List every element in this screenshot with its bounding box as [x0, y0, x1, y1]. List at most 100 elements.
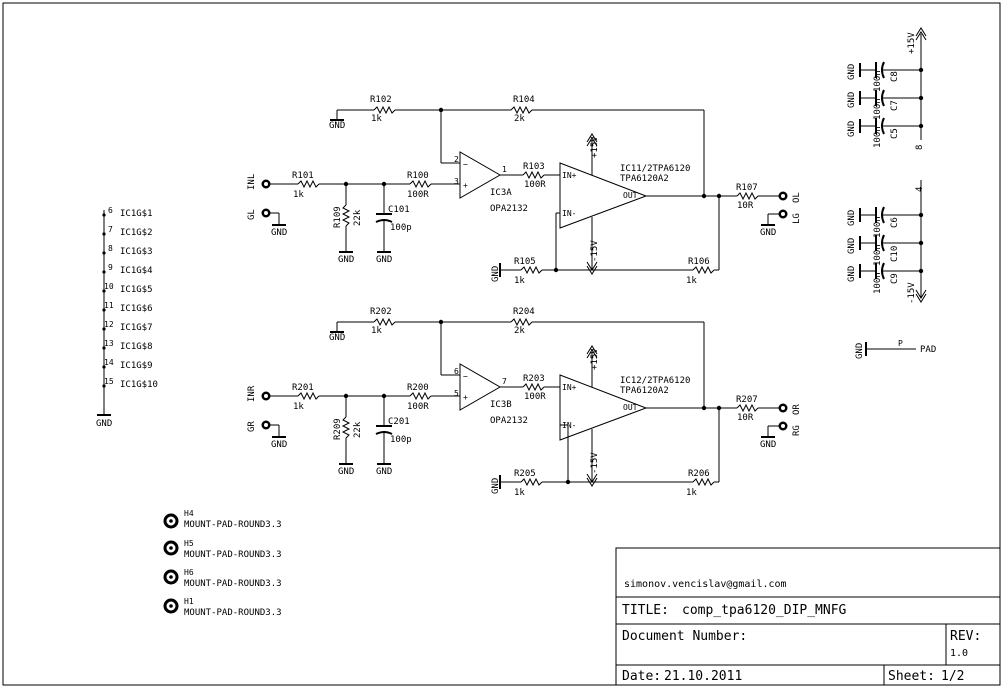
cap-name: C5 [890, 128, 900, 139]
mount-pad-name: H5 [184, 539, 194, 548]
input-ground-label: GR [247, 421, 257, 432]
resistor-value: 100R [524, 392, 546, 402]
input-label: INL [247, 174, 257, 190]
opamp-name: IC3B [490, 400, 512, 410]
ground-connector-icon [261, 420, 271, 430]
ground-connector-icon [261, 208, 271, 218]
rail-pin: 8 [915, 145, 925, 150]
resistor-value: 1k [371, 114, 382, 124]
input-label: INR [247, 385, 257, 402]
gnd-label: GND [376, 255, 392, 265]
buffer-pin-label: IN- [562, 421, 576, 430]
ground-bus-label: IC1G$4 [120, 266, 153, 276]
cap-value: 100n [873, 272, 883, 294]
mount-pad-value: MOUNT-PAD-ROUND3.3 [184, 550, 282, 560]
resistor-name: R204 [513, 307, 535, 317]
output-connector-icon [778, 403, 788, 413]
resistor-value: 100R [407, 402, 429, 412]
gnd-label: GND [847, 238, 857, 254]
gnd-label: GND [491, 478, 501, 494]
ground-bus: 6 7 8 9 10 11 12 13 14 15 IC1G$1 IC1G$2 … [96, 206, 158, 429]
cap-value: 100n [873, 98, 883, 120]
resistor-value: 1k [293, 190, 304, 200]
gnd-label: GND [847, 121, 857, 137]
mount-pad-value: MOUNT-PAD-ROUND3.3 [184, 520, 282, 530]
gnd-label: GND [491, 266, 501, 282]
opamp-pin: 6 [454, 367, 459, 376]
resistor-name: R206 [688, 469, 710, 479]
ground-connector-icon [778, 209, 788, 219]
rail-label: +15V [590, 136, 600, 158]
buffer-pin-label: IN+ [562, 171, 577, 180]
output-label: OL [792, 192, 802, 203]
opamp-pin: 1 [502, 165, 507, 174]
cap-value: 100n [873, 216, 883, 238]
pad-symbol: GND P PAD [855, 339, 936, 359]
decoupling-top: +15V 8 GND C8 100n GND C7 100n GND C5 10… [847, 27, 927, 150]
cap-name: C8 [890, 71, 900, 82]
ground-bus-label: IC1G$8 [120, 342, 153, 352]
ground-bus-pin: 15 [104, 377, 114, 386]
opamp-pin: 3 [454, 177, 459, 186]
resistor-value: 10R [737, 413, 754, 423]
output-connector-icon [778, 191, 788, 201]
rail-label: -15V [907, 282, 917, 304]
cap-name: C10 [890, 246, 900, 262]
mount-pad-icon [163, 569, 179, 585]
rail-pin: 4 [915, 187, 925, 192]
sheet-value: 1/2 [941, 669, 964, 684]
buffer-pin-label: OUT [623, 403, 638, 412]
resistor-name: R102 [370, 95, 392, 105]
cap-name: C7 [890, 100, 900, 111]
mount-pad-name: H6 [184, 568, 194, 577]
rail-label: -15V [590, 452, 600, 474]
resistor-name: R103 [523, 162, 545, 172]
resistor-name: R104 [513, 95, 535, 105]
mount-pad-name: H4 [184, 509, 194, 518]
rail-label: -15V [590, 240, 600, 262]
ground-bus-label: IC1G$1 [120, 209, 153, 219]
gnd-label: GND [760, 228, 776, 238]
input-ground-label: GL [247, 209, 257, 220]
gnd-label: GND [338, 255, 354, 265]
email-text: simonov.vencislav@gmail.com [624, 579, 787, 590]
gnd-label: GND [847, 266, 857, 282]
ground-bus-pin: 13 [104, 339, 114, 348]
resistor-name: R207 [736, 395, 758, 405]
cap-value: 100n [873, 126, 883, 148]
date-value: 21.10.2011 [664, 669, 742, 684]
opamp-value: OPA2132 [490, 204, 528, 214]
resistor-name: R201 [292, 383, 314, 393]
title-value: comp_tpa6120_DIP_MNFG [682, 603, 847, 618]
mount-pads: H4 MOUNT-PAD-ROUND3.3 H5 MOUNT-PAD-ROUND… [163, 509, 282, 618]
ground-bus-pin: 11 [104, 301, 114, 310]
resistor-value: 1k [514, 276, 525, 286]
gnd-label: GND [271, 228, 287, 238]
buffer-pin-label: IN+ [562, 383, 577, 392]
gnd-label: GND [338, 467, 354, 477]
cap-name: C6 [890, 217, 900, 228]
gnd-label: GND [271, 440, 287, 450]
ground-bus-label: IC1G$6 [120, 304, 153, 314]
resistor-value: 1k [371, 326, 382, 336]
resistor-name: R205 [514, 469, 536, 479]
output-ground-label: LG [792, 213, 802, 224]
resistor-name: R203 [523, 374, 545, 384]
gnd-label: GND [760, 440, 776, 450]
resistor-value: 1k [293, 402, 304, 412]
cap-value: 100n [873, 244, 883, 266]
resistor-name: R100 [407, 171, 429, 181]
title-label: TITLE: [622, 603, 669, 618]
pad-name: PAD [920, 345, 936, 355]
resistor-value: 1k [686, 276, 697, 286]
opamp-value: OPA2132 [490, 416, 528, 426]
rail-label: +15V [907, 32, 917, 54]
pad-pin: P [898, 339, 903, 348]
cap-value: 100n [873, 70, 883, 92]
svg-text:+: + [463, 393, 468, 402]
ground-bus-label: IC1G$3 [120, 247, 153, 257]
ground-bus-gnd-label: GND [96, 419, 112, 429]
ground-bus-label: IC1G$9 [120, 361, 153, 371]
buffer-value: TPA6120A2 [620, 386, 669, 396]
